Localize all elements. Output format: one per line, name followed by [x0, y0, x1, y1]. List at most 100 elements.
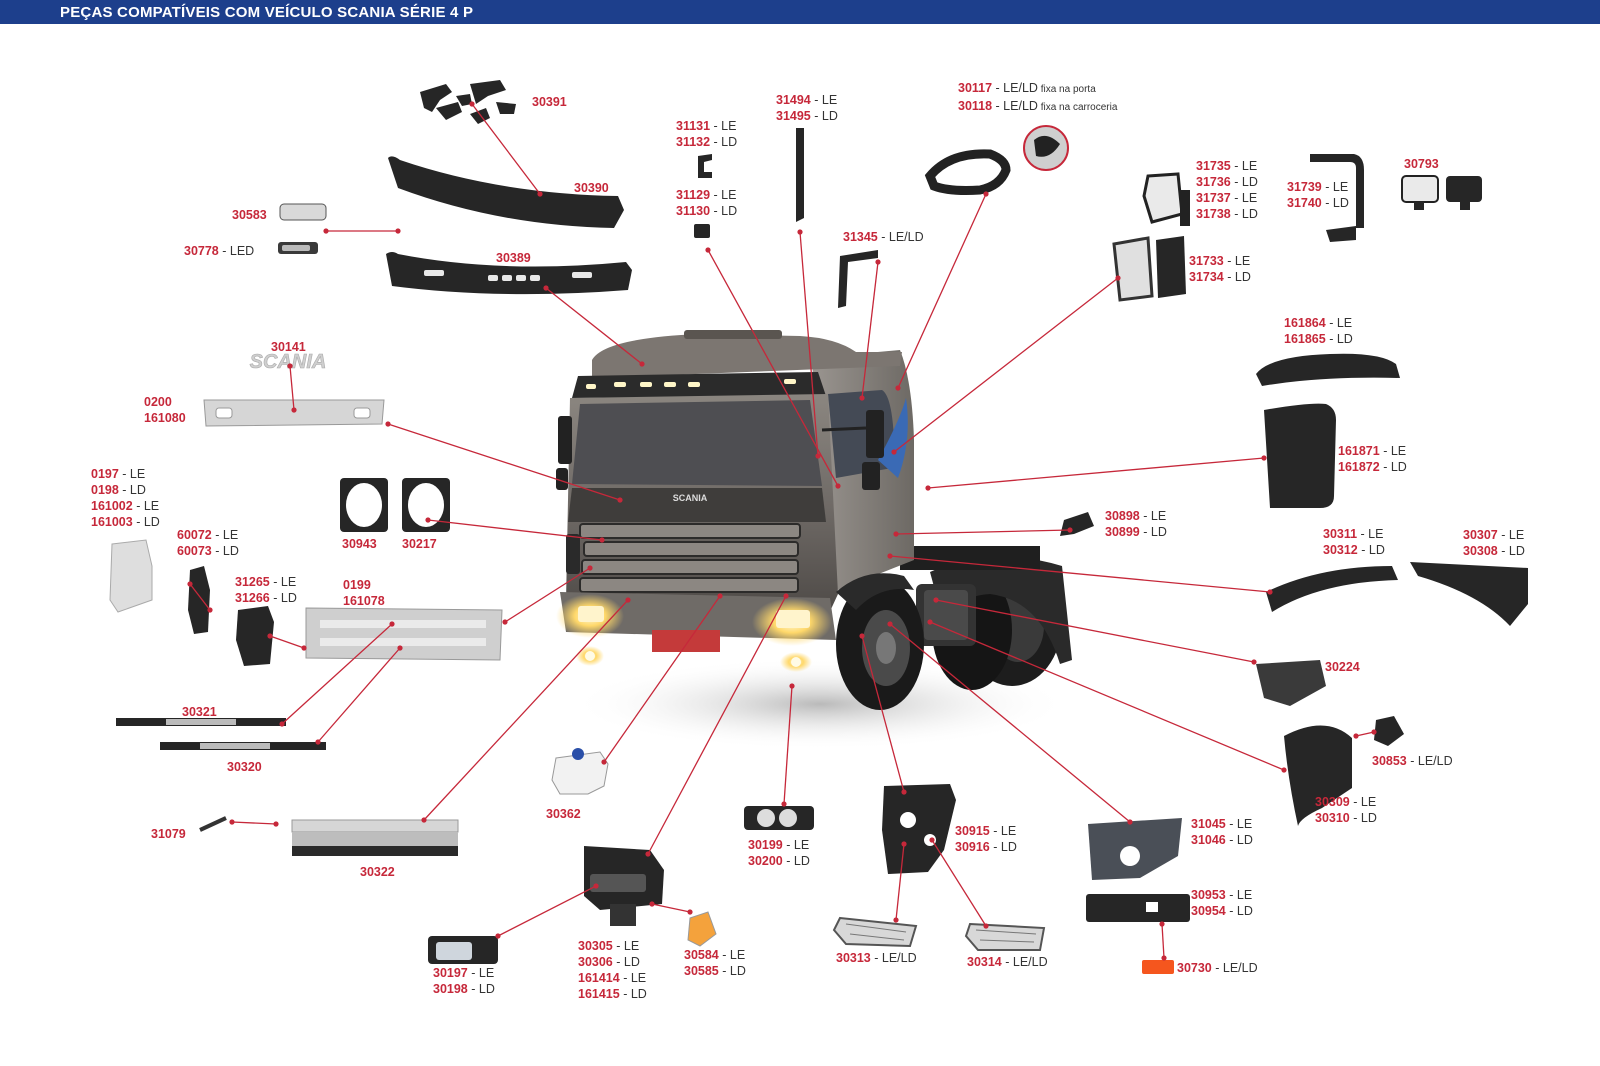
part-label-line: 31266 - LD [235, 590, 297, 606]
leader-line-31733 [893, 277, 1119, 453]
part-label-30321: 30321 [182, 704, 217, 720]
part-label-30793: 30793 [1404, 156, 1439, 172]
part-label-line: 30583 [232, 207, 267, 223]
part-code: 161003 [91, 515, 133, 529]
leader-dot [983, 191, 989, 197]
part-code: 30953 [1191, 888, 1226, 902]
part-code: 30310 [1315, 811, 1350, 825]
part-code: 31740 [1287, 196, 1322, 210]
part-30141-logo: SCANIA [250, 351, 327, 373]
part-60072-step [188, 566, 210, 634]
part-side: - LE [269, 575, 297, 589]
part-code: 30118 [958, 99, 993, 113]
part-code: 0199 [343, 578, 371, 592]
part-label-line: 30306 - LD [578, 954, 647, 970]
part-code: 0197 [91, 467, 119, 481]
part-code: 0198 [91, 483, 119, 497]
part-side: - LE [1225, 817, 1253, 831]
leader-dot [395, 228, 401, 234]
part-code: 31495 [776, 109, 811, 123]
leader-line-30305c [647, 595, 787, 855]
part-label-30778: 30778 - LED [184, 243, 254, 259]
part-code: 31266 [235, 591, 270, 605]
part-31079-rod [199, 816, 227, 832]
part-label-line: 30308 - LD [1463, 543, 1525, 559]
part-code: 30585 [684, 964, 719, 978]
leader-line-30224 [935, 599, 1255, 663]
part-label-line: 30585 - LD [684, 963, 746, 979]
part-label-line: 30321 [182, 704, 217, 720]
part-code: 31739 [1287, 180, 1322, 194]
part-161871-door [1264, 403, 1336, 508]
leader-line-30898 [895, 529, 1071, 535]
part-code: 30117 [958, 81, 993, 95]
leader-line-30321 [281, 623, 393, 725]
part-label-30141: 30141 [271, 339, 306, 355]
part-side: - LE/LD [877, 230, 924, 244]
leader-dot [893, 531, 899, 537]
leader-dot [601, 759, 607, 765]
part-30391-brackets [420, 80, 516, 124]
part-side: - LE [1497, 528, 1525, 542]
part-label-line: 31130 - LD [676, 203, 737, 219]
part-30389-visor [386, 252, 632, 295]
leader-dot [495, 933, 501, 939]
leader-line-30313 [895, 843, 905, 921]
leader-line-161871 [927, 457, 1265, 489]
leader-dot [859, 633, 865, 639]
part-30309-mudguard [1284, 725, 1352, 826]
part-label-line: 161414 - LE [578, 970, 647, 986]
part-code: 30322 [360, 865, 395, 879]
leader-dot [639, 361, 645, 367]
part-code: 30198 [433, 982, 468, 996]
leader-dot [927, 619, 933, 625]
part-code: 30313 [836, 951, 871, 965]
leader-dot [389, 621, 395, 627]
leader-dot [1281, 767, 1287, 773]
leader-line-0199 [504, 567, 591, 623]
part-code: 31130 [676, 204, 711, 218]
part-30307-fender [1410, 562, 1528, 626]
part-label-line: 161002 - LE [91, 498, 160, 514]
part-label-line: 30313 - LE/LD [836, 950, 917, 966]
part-label-line: 161003 - LD [91, 514, 160, 530]
part-note: fixa na porta [1037, 84, 1096, 95]
part-code: 30793 [1404, 157, 1439, 171]
leader-line-30943 [427, 519, 603, 541]
part-side: - LD [467, 982, 495, 996]
part-label-line: 30916 - LD [955, 839, 1017, 855]
leader-line-30305b [651, 903, 691, 913]
part-code: 30312 [1323, 543, 1358, 557]
leader-line-31045 [889, 623, 1131, 823]
part-label-line: 30954 - LD [1191, 903, 1253, 919]
truck-logo-text: SCANIA [673, 493, 708, 503]
leader-dot [502, 619, 508, 625]
leader-dot [1267, 589, 1273, 595]
leader-dot [893, 917, 899, 923]
part-code: 161002 [91, 499, 133, 513]
part-side: - LD [132, 515, 160, 529]
part-code: 31737 [1196, 191, 1231, 205]
leader-dot [425, 517, 431, 523]
leader-dot [1161, 955, 1167, 961]
part-label-30313: 30313 - LE/LD [836, 950, 917, 966]
part-30943-surround [340, 478, 388, 532]
part-code: 31494 [776, 93, 811, 107]
leader-line-31265 [269, 635, 305, 649]
part-code: 30898 [1105, 509, 1140, 523]
part-label-30730: 30730 - LE/LD [1177, 960, 1258, 976]
part-code: 30311 [1323, 527, 1358, 541]
part-30305-housing [584, 846, 664, 926]
part-30362-reservoir [551, 748, 609, 795]
part-label-30390: 30390 [574, 180, 609, 196]
part-label-line: 31737 - LE [1196, 190, 1258, 206]
